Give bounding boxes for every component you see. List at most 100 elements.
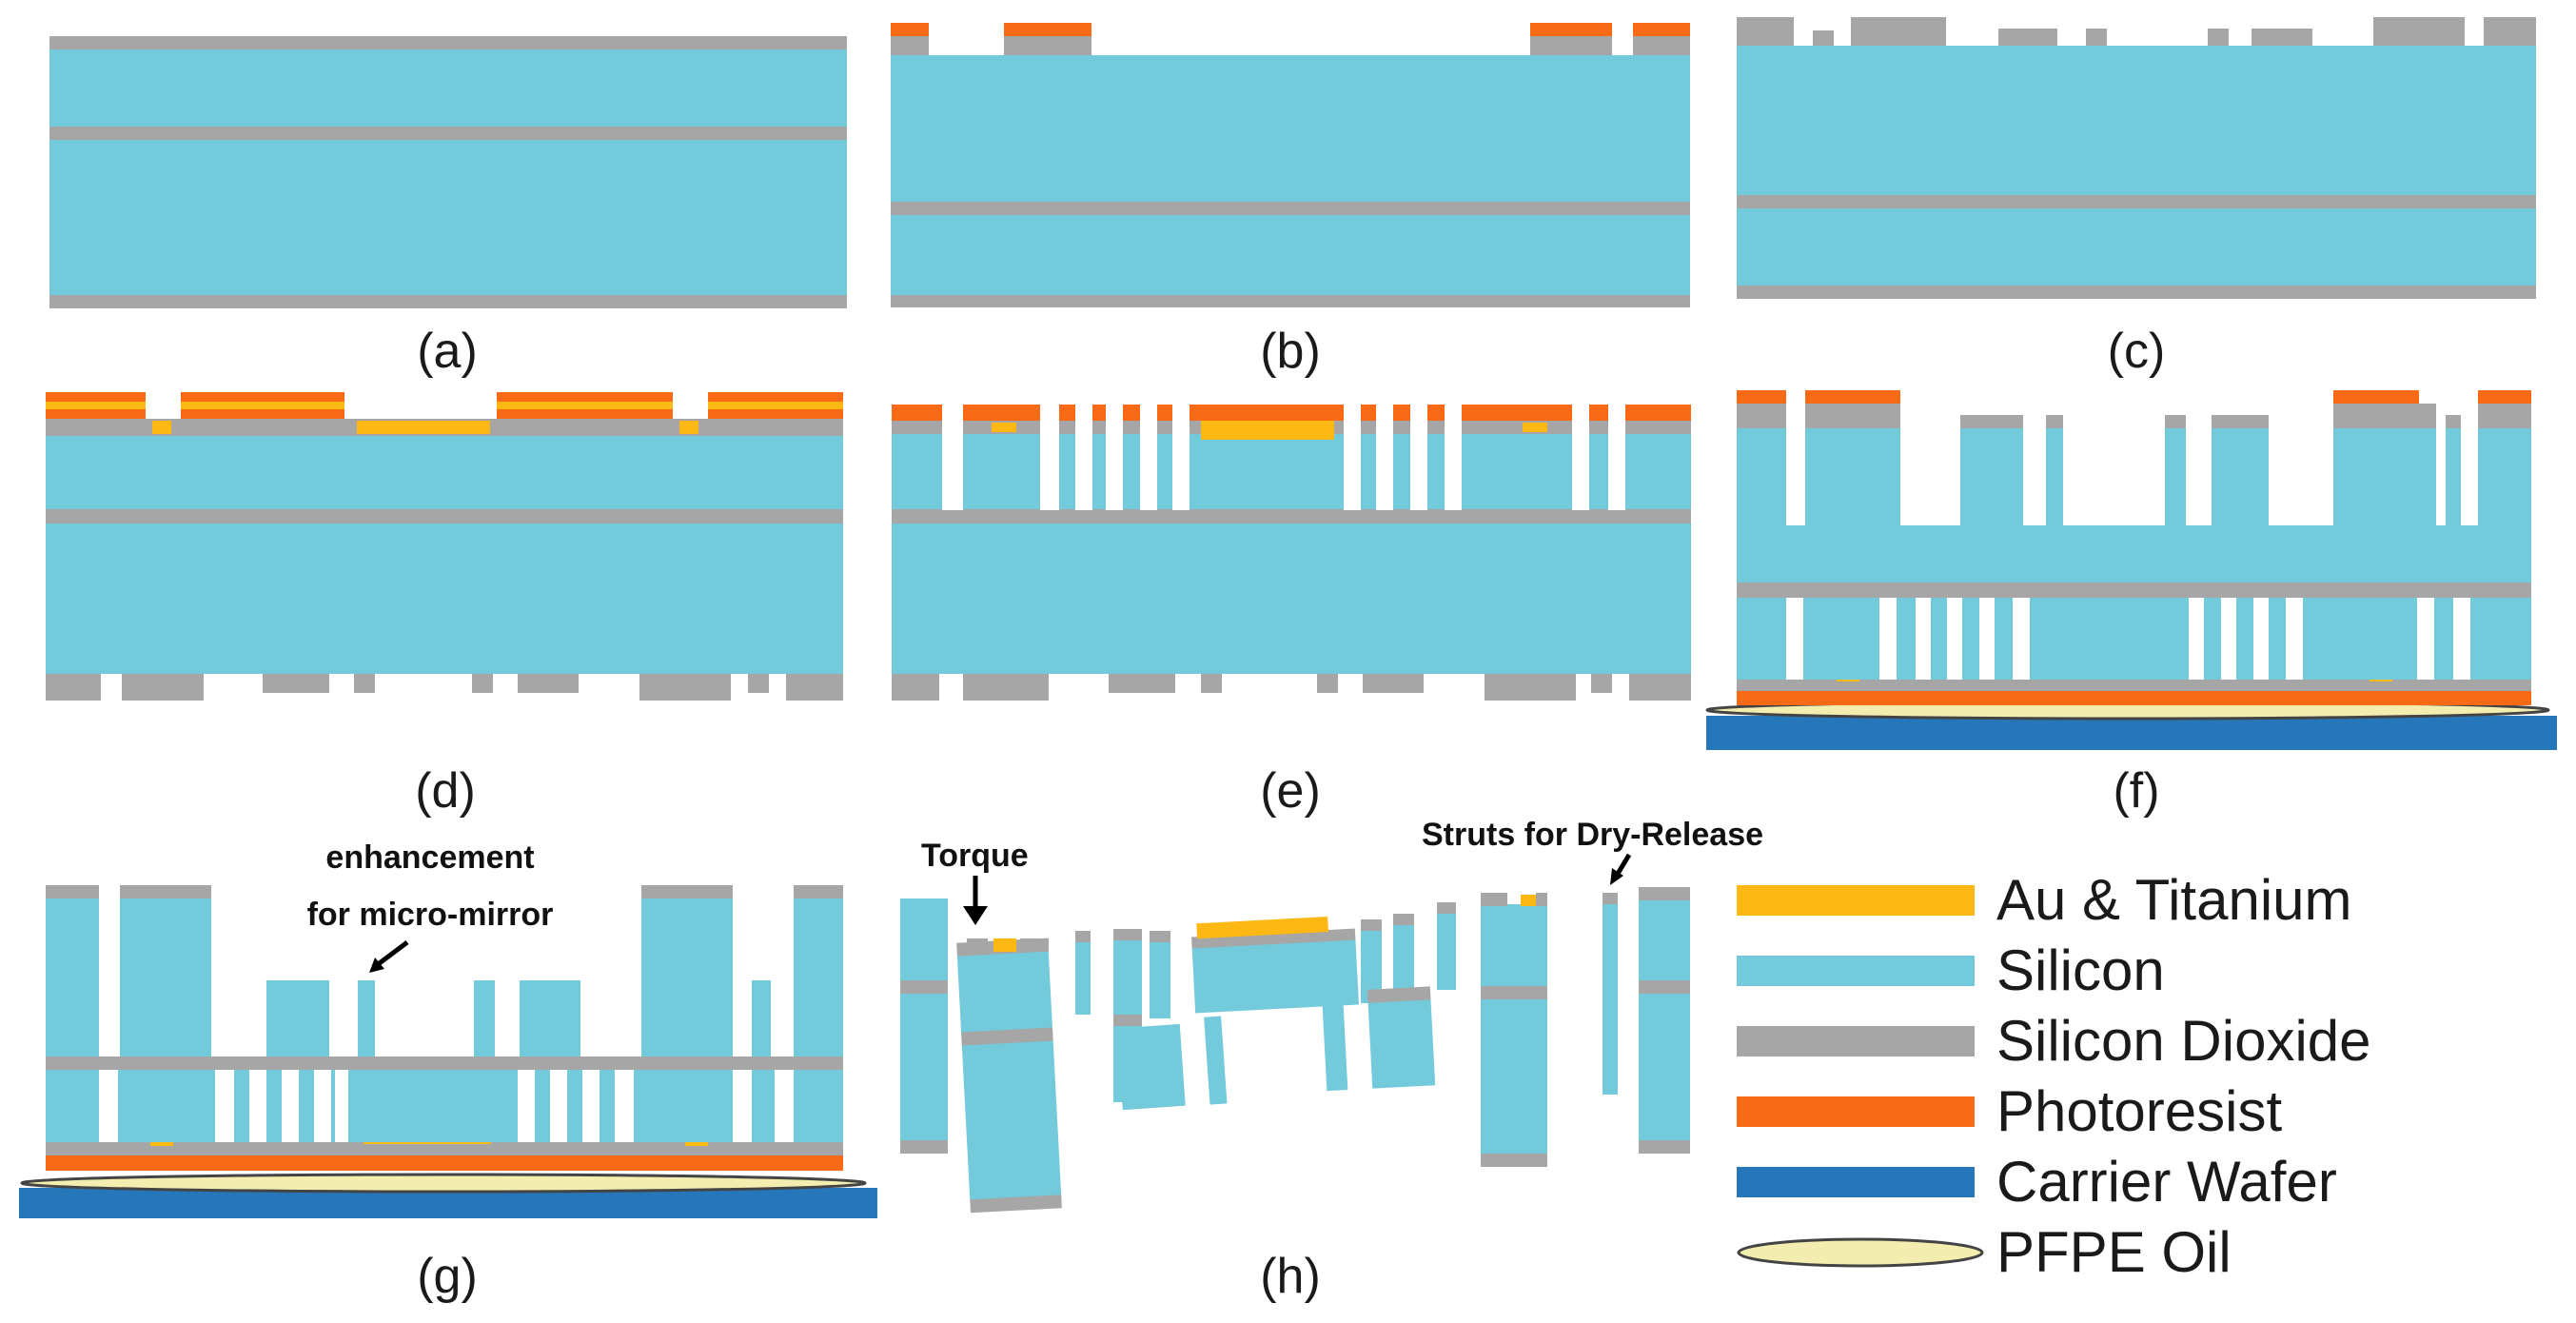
sio2-pad: [1481, 893, 1507, 906]
si-column: [1639, 898, 1690, 1150]
trench: [2417, 598, 2434, 680]
gold-pad: [1521, 895, 1536, 906]
trench: [1916, 598, 1931, 680]
trench: [215, 1070, 234, 1142]
gold-pad: [152, 421, 171, 434]
sio2-pad: [1591, 674, 1612, 693]
si-layer: [49, 140, 847, 297]
sio2-pad: [122, 674, 204, 701]
sio2-pad: [1530, 36, 1612, 55]
si-column: [520, 980, 580, 1056]
trench: [942, 405, 963, 510]
sio2-pad: [1109, 674, 1175, 693]
sio2-pad: [2212, 415, 2269, 428]
si-column: [474, 980, 495, 1056]
si-column: [1481, 904, 1547, 1154]
gold-layer: [46, 402, 146, 409]
panel-c: (c): [1737, 17, 2536, 379]
sio2-pad: [900, 980, 948, 994]
sio2-layer: [46, 1056, 843, 1070]
gold-pad: [993, 938, 1016, 952]
arrowhead: [369, 958, 384, 973]
trench: [314, 1070, 331, 1142]
trench: [518, 1070, 535, 1142]
si-column: [1805, 428, 1900, 525]
sio2-pad: [1485, 674, 1576, 701]
sio2-layer: [46, 509, 843, 523]
trench: [1376, 405, 1393, 510]
legend-swatch-pfpe: [1737, 1237, 1984, 1268]
sio2-pad: [1437, 902, 1456, 914]
sio2-pad: [2446, 415, 2461, 428]
si-column: [2478, 428, 2531, 525]
sio2-pad: [1603, 893, 1618, 904]
photoresist-pad: [1737, 390, 1786, 404]
trench: [1608, 405, 1625, 510]
sio2-pad: [2484, 17, 2536, 46]
arrowhead: [1610, 868, 1623, 885]
trench: [2189, 598, 2204, 680]
sio2-pad: [1629, 674, 1691, 701]
sio2-pad: [891, 36, 929, 55]
legend-label-carrier: Carrier Wafer: [1996, 1150, 2337, 1214]
sio2-pad: [46, 674, 101, 701]
si-layer: [891, 55, 1690, 203]
sio2-layer: [892, 509, 1691, 523]
sio2-pad: [1481, 1154, 1547, 1167]
legend-label-sio2: Silicon Dioxide: [1996, 1009, 2371, 1073]
trench: [1344, 405, 1361, 510]
gold-pad: [679, 421, 698, 434]
panel-label-g: (g): [417, 1249, 478, 1304]
panel-f: (f): [1705, 390, 2557, 819]
sio2-pad: [2478, 404, 2531, 428]
sio2-pad: [892, 674, 939, 701]
trench: [1410, 405, 1427, 510]
sio2-pad: [2373, 17, 2465, 46]
si-layer: [46, 436, 843, 510]
mirror-plate: [1191, 917, 1359, 1014]
photoresist-pad: [1805, 390, 1900, 404]
gold-layer: [181, 402, 344, 409]
carrier-wafer: [1706, 716, 2557, 750]
si-column: [2212, 428, 2269, 525]
sio2-pad: [1113, 1015, 1142, 1026]
legend-swatch-si: [1737, 956, 1975, 986]
legend-swatch-au: [1737, 885, 1975, 916]
si-column: [1361, 931, 1382, 1003]
legend-label-au: Au & Titanium: [1996, 868, 2352, 932]
sio2-pad: [1851, 17, 1946, 46]
sio2-pad: [1998, 29, 2057, 46]
trench: [733, 1070, 752, 1142]
sio2-layer: [891, 202, 1690, 215]
si-column: [2333, 428, 2436, 525]
legend-label-si: Silicon: [1996, 938, 2165, 1002]
sio2-pad: [1363, 674, 1424, 693]
sio2-pad: [1075, 931, 1091, 942]
sio2-layer: [1737, 195, 2536, 208]
panel-label-d: (d): [415, 763, 476, 819]
trench: [335, 1070, 348, 1142]
si-layer: [46, 523, 843, 674]
si-column: [1960, 428, 2023, 525]
gold-pad: [1201, 421, 1334, 440]
sio2-pad: [641, 885, 733, 898]
si-layer: [1737, 598, 2531, 680]
annotation-micro-mirror: for micro-mirror: [307, 897, 554, 933]
panel-h: Torque Struts for Dry-Release (h): [900, 817, 1763, 1304]
annotation-struts: Struts for Dry-Release: [1422, 817, 1763, 853]
panel-label-b: (b): [1260, 324, 1321, 379]
si-column: [2165, 428, 2186, 525]
gold-layer: [497, 402, 673, 409]
gold-pad: [1523, 423, 1547, 432]
panel-b: (b): [891, 23, 1690, 379]
panel-label-a: (a): [417, 324, 478, 379]
trench: [282, 1070, 299, 1142]
sio2-pad: [1113, 929, 1142, 940]
sio2-pad: [2333, 404, 2436, 428]
photoresist-pad: [891, 23, 929, 36]
dry-release-strut: [1603, 904, 1618, 1095]
arrow-micro-mirror: [375, 940, 409, 967]
sio2-pad: [2046, 415, 2063, 428]
trench: [2453, 598, 2470, 680]
